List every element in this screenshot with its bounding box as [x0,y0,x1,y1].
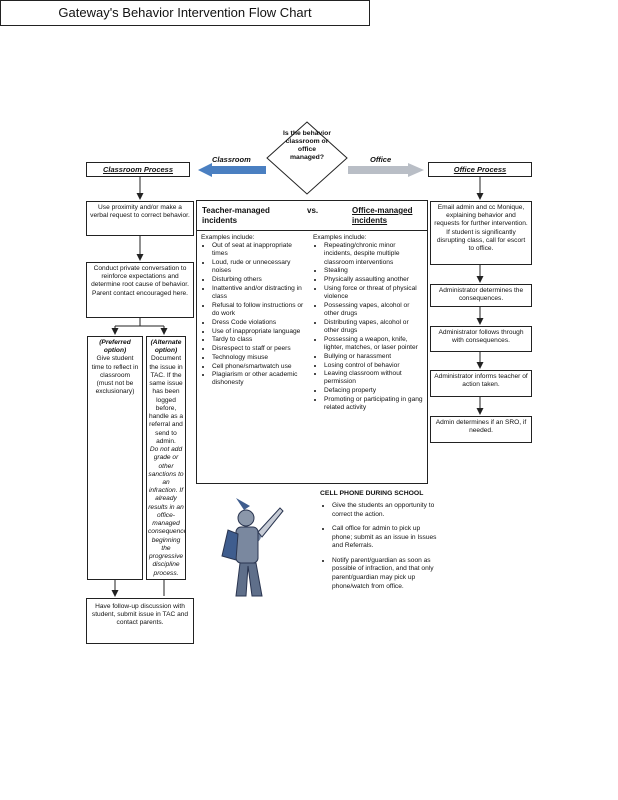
office-example-item: Possessing vapes, alcohol or other drugs [324,302,425,318]
cell-phone-heading: CELL PHONE DURING SCHOOL [320,490,424,497]
step-admin-determines: Administrator determines the consequence… [430,284,532,307]
cell-phone-item: Call office for admin to pick up phone; … [332,525,442,551]
teacher-example-item: Disrespect to staff or peers [212,345,307,353]
office-example-item: Distributing vapes, alcohol or other dru… [324,319,425,335]
teacher-examples-intro: Examples include: [201,234,255,241]
office-examples-list: Repeating/chronic minor incidents, despi… [313,242,425,412]
step-private-conversation-text: Conduct private conversation to reinforc… [91,265,189,297]
step-private-conversation: Conduct private conversation to reinforc… [86,262,194,318]
preferred-option-box: (Preferred option) Give student time to … [87,336,143,580]
office-example-item: Leaving classroom without permission [324,370,425,386]
teacher-example-item: Loud, rude or unnecessary noises [212,259,307,275]
cell-phone-list: Give the students an opportunity to corr… [320,502,442,591]
mascot-knight-icon [221,498,284,597]
office-example-item: Possessing a weapon, knife, lighter, mat… [324,336,425,352]
page-title: Gateway's Behavior Intervention Flow Cha… [0,0,370,26]
teacher-example-item: Out of seat at inappropriate times [212,242,307,258]
teacher-example-item: Plagiarism or other academic dishonesty [212,371,307,387]
teacher-example-item: Inattentive and/or distracting in class [212,285,307,301]
office-example-item: Physically assaulting another [324,276,425,284]
decision-text: Is the behavior classroom or office mana… [283,130,331,162]
preferred-option-title: (Preferred option) [99,339,131,355]
teacher-example-item: Dress Code violations [212,319,307,327]
office-example-item: Repeating/chronic minor incidents, despi… [324,242,425,267]
alternate-option-text: Document the issue in TAC. If the same i… [148,355,184,445]
teacher-example-item: Technology misuse [212,354,307,362]
office-examples: Examples include: Repeating/chronic mino… [313,234,425,482]
office-example-item: Using force or threat of physical violen… [324,285,425,301]
vs-label: vs. [307,206,319,215]
cell-phone-item: Give the students an opportunity to corr… [332,502,442,519]
step-admin-follows-through: Administrator follows through with conse… [430,326,532,352]
office-arrow [348,163,424,177]
classroom-arrow [198,163,266,177]
table-header-rule [197,230,427,231]
teacher-examples-list: Out of seat at inappropriate timesLoud, … [201,242,307,387]
office-example-item: Defacing property [324,387,425,395]
teacher-example-item: Refusal to follow instructions or do wor… [212,302,307,318]
teacher-example-item: Tardy to class [212,336,307,344]
step-admin-sro: Admin determines if an SRO, if needed. [430,416,532,443]
cell-phone-section: CELL PHONE DURING SCHOOL Give the studen… [320,490,442,597]
office-example-item: Stealing [324,267,425,275]
office-example-item: Promoting or participating in gang relat… [324,396,425,412]
step-admin-informs: Administrator informs teacher of action … [430,370,532,397]
alternate-option-box: (Alternate option) Document the issue in… [146,336,186,580]
alternate-option-note: Do not add grade or other sanctions to a… [148,446,186,577]
step-email-admin: Email admin and cc Monique, explaining b… [430,201,532,265]
teacher-examples: Examples include: Out of seat at inappro… [201,234,307,482]
classroom-process-header: Classroom Process [86,162,190,177]
office-example-item: Losing control of behavior [324,362,425,370]
office-process-header: Office Process [428,162,532,177]
classroom-arrow-label: Classroom [212,155,251,164]
step-followup: Have follow-up discussion with student, … [86,598,194,644]
teacher-example-item: Cell phone/smartwatch use [212,363,307,371]
teacher-example-item: Use of inappropriate language [212,328,307,336]
office-managed-heading: Office-managed incidents [352,206,413,225]
cell-phone-item: Notify parent/guardian as soon as possib… [332,557,442,591]
teacher-example-item: Disturbing others [212,276,307,284]
decision-diamond [266,121,348,195]
alternate-option-title: (Alternate option) [150,339,182,355]
incident-table: Teacher-managed incidents vs. Office-man… [196,200,428,484]
office-example-item: Bullying or harassment [324,353,425,361]
office-examples-intro: Examples include: [313,234,367,241]
preferred-option-text: Give student time to reflect in classroo… [91,355,139,396]
teacher-managed-heading: Teacher-managed incidents [202,206,270,225]
step-proximity: Use proximity and/or make a verbal reque… [86,201,194,236]
office-arrow-label: Office [370,155,392,164]
